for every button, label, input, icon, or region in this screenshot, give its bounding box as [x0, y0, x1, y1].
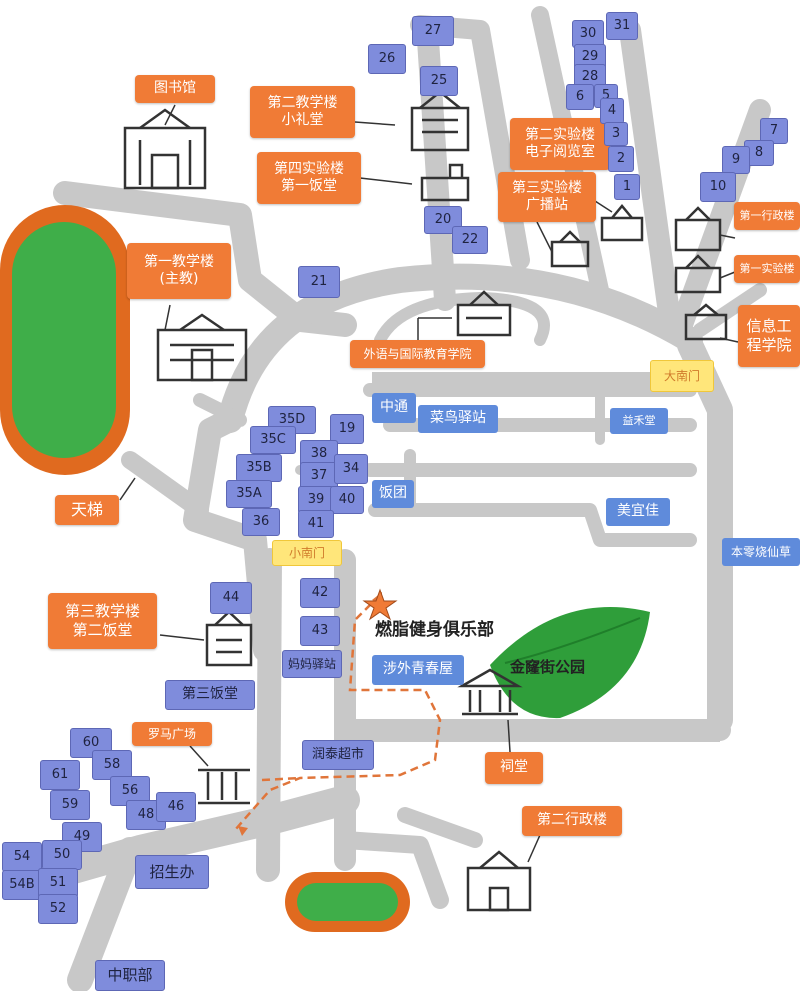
label-admin-1: 第一行政楼: [734, 202, 800, 230]
building-52: 52: [38, 894, 78, 924]
gate-big-south: 大南门: [650, 360, 714, 392]
building-51: 51: [38, 868, 78, 898]
building-2: 2: [608, 146, 634, 172]
lab-3-building-icon: [550, 230, 590, 268]
park-label: 金窿街公园: [510, 658, 586, 676]
label-info-engineering: 信息工 程学院: [738, 305, 800, 367]
building-30: 30: [572, 20, 604, 48]
building-42: 42: [300, 578, 340, 608]
place-mama-station: 妈妈驿站: [282, 650, 342, 678]
building-36: 36: [242, 508, 280, 536]
place-fantuan: 饭团: [372, 480, 414, 508]
sports-track-south: [285, 872, 410, 932]
building-27: 27: [412, 16, 454, 46]
label-teaching-building-2: 第二教学楼 小礼堂: [250, 86, 355, 138]
label-canteen-3: 第三饭堂: [165, 680, 255, 710]
label-ancestral-hall: 祠堂: [485, 752, 543, 784]
building-1: 1: [614, 174, 640, 200]
temple-building-icon: [457, 668, 523, 716]
gate-small-south: 小南门: [272, 540, 342, 566]
building-22: 22: [452, 226, 488, 254]
place-admissions: 招生办: [135, 855, 209, 889]
building-7: 7: [760, 118, 788, 144]
building-35C: 35C: [250, 426, 296, 454]
road-block-campus: [345, 720, 720, 742]
roman-column-icon: [198, 768, 250, 805]
building-59: 59: [50, 790, 90, 820]
road-block-middle: [372, 372, 692, 396]
building-26: 26: [368, 44, 406, 74]
teaching-building-3-icon: [205, 610, 253, 667]
label-lab-3: 第三实验楼 广播站: [498, 172, 596, 222]
building-50: 50: [42, 840, 82, 870]
lab-2-building-icon: [600, 204, 644, 242]
building-40: 40: [330, 486, 364, 514]
building-25: 25: [420, 66, 458, 96]
library-building-icon: [123, 108, 207, 190]
building-34: 34: [334, 454, 368, 484]
place-vocational: 中职部: [95, 960, 165, 991]
place-yihetang: 益禾堂: [610, 408, 668, 434]
building-3: 3: [604, 122, 628, 146]
label-teaching-building-3: 第三教学楼 第二饭堂: [48, 593, 157, 649]
label-lab-2: 第二实验楼 电子阅览室: [510, 118, 610, 170]
building-60: 60: [70, 728, 112, 758]
building-54B: 54B: [2, 870, 42, 900]
label-foreign-languages: 外语与国际教育学院: [350, 340, 485, 368]
building-icon: [123, 90, 728, 912]
lab-1-building-icon: [674, 254, 722, 294]
building-20: 20: [424, 206, 462, 234]
building-6: 6: [566, 84, 594, 110]
label-lab-1: 第一实验楼: [734, 255, 800, 283]
walking-route: [234, 594, 442, 831]
building-9: 9: [722, 146, 750, 174]
building-46: 46: [156, 792, 196, 822]
place-zhongtong: 中通: [372, 393, 416, 423]
park-leaf-shape: [490, 607, 650, 719]
label-sky-stairs: 天梯: [55, 495, 119, 525]
building-41: 41: [298, 510, 334, 538]
building-35B: 35B: [236, 454, 282, 482]
place-cainiao: 菜鸟驿站: [418, 405, 498, 433]
star-icon: [362, 588, 398, 621]
info-building-icon: [684, 303, 728, 341]
building-19: 19: [330, 414, 364, 444]
foreign-lang-building-icon: [456, 290, 512, 337]
label-library: 图书馆: [135, 75, 215, 103]
building-21: 21: [298, 266, 340, 298]
building-54: 54: [2, 842, 42, 872]
label-teaching-building-1: 第一教学楼 (主教): [127, 243, 231, 299]
sports-track-main: [0, 205, 130, 475]
pointer-arrows: [119, 104, 739, 863]
building-61: 61: [40, 760, 80, 790]
place-benling: 本零烧仙草: [722, 538, 800, 566]
building-4: 4: [600, 98, 624, 124]
label-lab-4: 第四实验楼 第一饭堂: [257, 152, 361, 204]
place-shewai: 涉外青春屋: [372, 655, 464, 685]
building-35A: 35A: [226, 480, 272, 508]
gym-label: 燃脂健身俱乐部: [375, 620, 494, 640]
building-10: 10: [700, 172, 736, 202]
place-meiyijia: 美宜佳: [606, 498, 670, 526]
lab-4-building-icon: [420, 163, 470, 202]
label-roman-plaza: 罗马广场: [132, 722, 212, 746]
building-31: 31: [606, 12, 638, 40]
teaching-building-1-icon: [156, 313, 248, 382]
building-44: 44: [210, 582, 252, 614]
building-43: 43: [300, 616, 340, 646]
place-runtai: 润泰超市: [302, 740, 374, 770]
admin-2-building-icon: [466, 850, 532, 912]
label-admin-2: 第二行政楼: [522, 806, 622, 836]
